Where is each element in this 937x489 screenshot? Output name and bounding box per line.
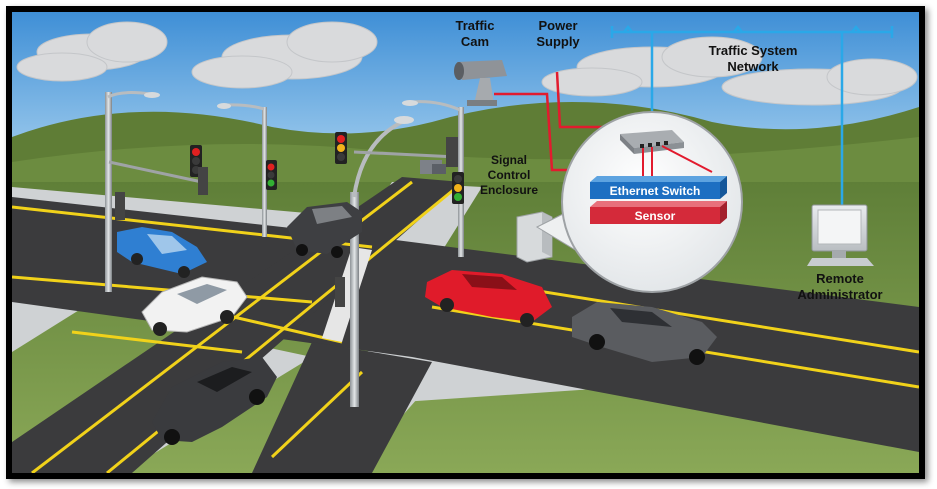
signal-box-left (115, 192, 125, 220)
sensor-label: Sensor (635, 209, 676, 223)
power-supply-label-line1: Power (538, 18, 577, 33)
remote-administrator-monitor (807, 204, 874, 266)
distant-vehicles (420, 160, 446, 174)
admin-label-line1: Remote (816, 271, 864, 286)
traffic-system-diagram: Ethernet Switch Sensor Traffic Cam Power… (12, 12, 919, 473)
pole-center-back (262, 107, 267, 237)
car-white (141, 276, 248, 336)
traffic-cam-label-line2: Cam (461, 34, 489, 49)
car-gray-sedan (572, 302, 717, 365)
power-supply-label-line2: Supply (536, 34, 580, 49)
traffic-camera (454, 60, 507, 106)
ethernet-switch-bar: Ethernet Switch (590, 176, 727, 199)
signal-control-enclosure (516, 211, 553, 263)
traffic-light-3 (335, 132, 347, 164)
roads (12, 177, 919, 473)
pole-front-center (350, 192, 359, 407)
clouds (16, 21, 918, 106)
car-blue (117, 227, 207, 278)
car-dark-suv (287, 202, 362, 258)
admin-label-line2: Administrator (797, 287, 882, 302)
traffic-cam-label-line1: Traffic (455, 18, 494, 33)
traffic-light-4 (452, 172, 464, 204)
ethernet-switch-label: Ethernet Switch (610, 184, 701, 198)
car-black-front (152, 357, 277, 445)
sensor-bar: Sensor (590, 201, 727, 224)
traffic-light-2 (266, 160, 277, 190)
signal-box-right (446, 137, 458, 167)
enclosure-label-line1: Signal (491, 153, 527, 167)
signal-box-front (335, 277, 345, 307)
signal-box-mid (198, 167, 208, 195)
network-label-line2: Network (727, 59, 779, 74)
enclosure-label-line2: Control (488, 168, 531, 182)
traffic-lights (115, 132, 464, 307)
enclosure-label-line3: Enclosure (480, 183, 538, 197)
network-switch-device (620, 130, 684, 154)
pole-left (105, 92, 112, 292)
crosswalks (322, 247, 372, 342)
network-label-line1: Traffic System (709, 43, 798, 58)
switch-cables (642, 145, 713, 177)
car-red (425, 270, 552, 327)
